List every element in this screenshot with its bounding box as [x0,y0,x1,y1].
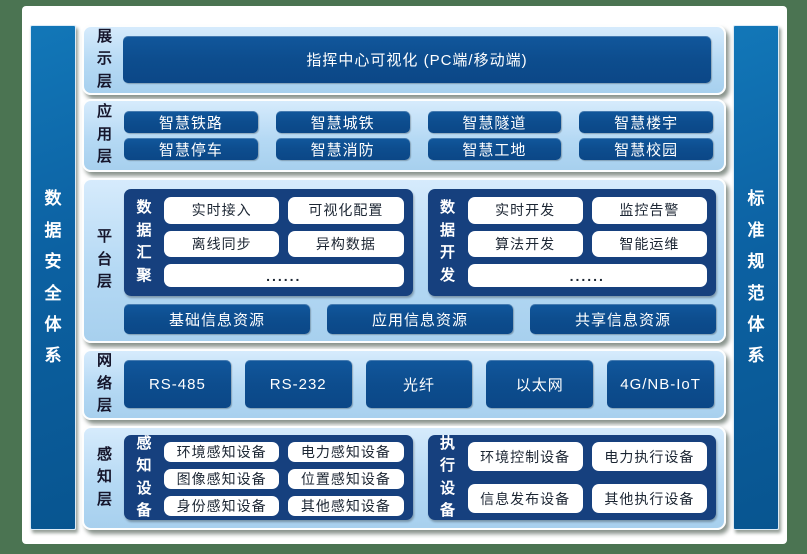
net-block-ethernet: 以太网 [486,360,594,408]
app-block-smart-campus: 智慧校园 [579,138,713,160]
data-development-grid: 实时开发 监控告警 算法开发 智能运维 ...... [467,197,707,287]
chip-visual-config: 可视化配置 [288,197,404,224]
layer-panel-network: 网络层 RS-485 RS-232 光纤 以太网 4G/NB-IoT [82,349,726,420]
network-grid: RS-485 RS-232 光纤 以太网 4G/NB-IoT [118,357,716,411]
layer-panel-perception: 感知层 感知设备 环境感知设备 电力感知设备 图像感知设备 位置感知设备 身份感… [82,426,726,530]
layer-panel-application: 应用层 智慧铁路 智慧城铁 智慧隧道 智慧楼宇 智慧停车 智慧消防 智慧工地 智… [82,99,726,172]
command-center-banner: 指挥中心可视化 (PC端/移动端) [123,36,711,83]
app-block-smart-fire: 智慧消防 [275,138,410,160]
chip-info-publish: 信息发布设备 [467,484,583,513]
group-title-data-aggregation: 数据汇聚 [136,199,152,284]
chip-other-actuator: 其他执行设备 [591,484,707,513]
chip-realtime-access: 实时接入 [164,197,280,224]
net-block-4g-nbiot: 4G/NB-IoT [607,360,714,408]
app-block-smart-building: 智慧楼宇 [579,111,713,133]
chip-offline-sync: 离线同步 [164,230,280,258]
chip-power-sensing: 电力感知设备 [288,442,404,462]
platform-groups: 数据汇聚 实时接入 可视化配置 离线同步 异构数据 ...... 数据开发 实时… [124,189,716,296]
chip-realtime-dev: 实时开发 [467,197,583,224]
chip-monitor-alert: 监控告警 [591,197,707,224]
display-layer-content: 指挥中心可视化 (PC端/移动端) [118,33,716,86]
perception-groups: 感知设备 环境感知设备 电力感知设备 图像感知设备 位置感知设备 身份感知设备 … [118,434,716,521]
resource-shared-info: 共享信息资源 [530,304,716,334]
group-data-development: 数据开发 实时开发 监控告警 算法开发 智能运维 ...... [427,189,716,296]
chip-location-sensing: 位置感知设备 [288,469,404,489]
chip-env-control: 环境控制设备 [467,442,583,471]
platform-content: 数据汇聚 实时接入 可视化配置 离线同步 异构数据 ...... 数据开发 实时… [118,186,716,334]
chip-env-sensing: 环境感知设备 [164,442,280,462]
pillar-data-security: 数据安全体系 [30,25,76,530]
layer-label-network: 网络层 [96,352,112,415]
sensing-devices-grid: 环境感知设备 电力感知设备 图像感知设备 位置感知设备 身份感知设备 其他感知设… [164,442,404,516]
app-block-smart-railway: 智慧铁路 [124,111,258,133]
group-data-aggregation: 数据汇聚 实时接入 可视化配置 离线同步 异构数据 ...... [124,189,413,296]
layer-label-application: 应用层 [96,103,112,166]
app-block-smart-parking: 智慧停车 [124,138,258,160]
group-title-actuator-devices: 执行设备 [439,434,455,520]
chip-image-sensing: 图像感知设备 [164,469,280,489]
app-block-smart-site: 智慧工地 [427,138,562,160]
chip-identity-sensing: 身份感知设备 [164,496,280,516]
chip-other-sensing: 其他感知设备 [288,496,404,516]
actuator-devices-grid: 环境控制设备 电力执行设备 信息发布设备 其他执行设备 [467,442,707,513]
resource-basic-info: 基础信息资源 [124,304,310,334]
layer-panel-platform: 平台层 数据汇聚 实时接入 可视化配置 离线同步 异构数据 ...... 数据开… [82,178,726,343]
net-block-fiber: 光纤 [365,360,473,408]
layer-label-perception: 感知层 [96,445,112,508]
net-block-rs485: RS-485 [124,360,231,408]
group-actuator-devices: 执行设备 环境控制设备 电力执行设备 信息发布设备 其他执行设备 [427,434,716,520]
pillar-standards: 标准规范体系 [733,25,779,530]
resource-app-info: 应用信息资源 [327,304,513,334]
data-aggregation-grid: 实时接入 可视化配置 离线同步 异构数据 ...... [164,197,404,287]
pillar-left-label: 数据安全体系 [44,189,62,366]
application-grid: 智慧铁路 智慧城铁 智慧隧道 智慧楼宇 智慧停车 智慧消防 智慧工地 智慧校园 [118,107,716,163]
chip-aggregation-more: ...... [164,264,404,287]
net-block-rs232: RS-232 [244,360,352,408]
app-block-smart-metro: 智慧城铁 [275,111,410,133]
group-sensing-devices: 感知设备 环境感知设备 电力感知设备 图像感知设备 位置感知设备 身份感知设备 … [124,435,413,520]
chip-development-more: ...... [467,264,707,287]
resource-row: 基础信息资源 应用信息资源 共享信息资源 [124,304,716,334]
group-title-data-development: 数据开发 [439,199,455,284]
layer-label-display: 展示层 [96,27,112,90]
layer-panel-display: 展示层 指挥中心可视化 (PC端/移动端) [82,25,726,95]
chip-heterogeneous-data: 异构数据 [288,230,404,258]
app-block-smart-tunnel: 智慧隧道 [427,111,562,133]
pillar-right-label: 标准规范体系 [747,189,765,366]
group-title-sensing-devices: 感知设备 [136,434,152,520]
chip-power-actuator: 电力执行设备 [591,442,707,471]
layer-label-platform: 平台层 [96,228,112,291]
chip-smart-ops: 智能运维 [591,230,707,258]
chip-algorithm-dev: 算法开发 [467,230,583,258]
